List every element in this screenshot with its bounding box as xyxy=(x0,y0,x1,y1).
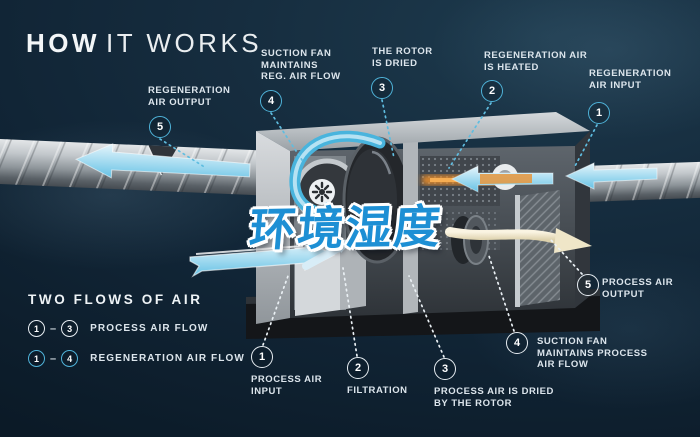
fan-icon xyxy=(309,179,335,205)
callout-proc-output-label: PROCESS AIR OUTPUT xyxy=(602,277,674,300)
regeneration-input-arrow xyxy=(564,162,658,190)
callout-reg-heated-badge: 2 xyxy=(481,80,503,102)
process-output-arrow xyxy=(445,227,592,253)
title-light: IT WORKS xyxy=(106,28,263,58)
callout-reg-fan-badge: 4 xyxy=(260,90,282,112)
drum-fan xyxy=(451,215,489,265)
filter-panel xyxy=(515,190,560,307)
legend-regen-start-badge: 1 xyxy=(28,350,45,367)
callout-reg-output-label: REGENERATION AIR OUTPUT xyxy=(148,85,231,108)
blower-swoosh-arrow xyxy=(289,130,386,221)
callout-filtration-badge: 2 xyxy=(347,357,369,379)
air-flow-arrows xyxy=(74,130,658,278)
leader-proc-output xyxy=(550,239,583,275)
legend-process-start-badge: 1 xyxy=(28,320,45,337)
callout-proc-output-badge: 5 xyxy=(577,274,599,296)
callout-proc-input-badge: 1 xyxy=(251,346,273,368)
leader-rotor-dried xyxy=(381,99,395,159)
callout-proc-fan-label: SUCTION FAN MAINTAINS PROCESS AIR FLOW xyxy=(537,336,648,371)
range-dash: – xyxy=(50,322,57,335)
callout-proc-dried-badge: 3 xyxy=(434,358,456,380)
legend-regen-end-badge: 4 xyxy=(61,350,79,367)
leader-reg-output xyxy=(159,138,207,169)
interior-up-arrow xyxy=(302,238,352,270)
leader-reg-fan xyxy=(270,112,305,164)
divider-wall xyxy=(403,142,418,314)
callout-reg-input-label: REGENERATION AIR INPUT xyxy=(589,68,672,91)
legend-process-label: PROCESS AIR FLOW xyxy=(90,323,209,334)
title-bold: HOW xyxy=(26,28,101,58)
legend-regen-label: REGENERATION AIR FLOW xyxy=(90,353,245,364)
callout-reg-input-badge: 1 xyxy=(588,102,610,124)
callout-reg-output-badge: 5 xyxy=(149,116,171,138)
regeneration-output-arrow xyxy=(74,143,251,179)
leader-filtration xyxy=(342,267,358,357)
rotor xyxy=(342,136,412,264)
leader-proc-dried xyxy=(408,275,445,358)
leader-proc-input xyxy=(262,275,289,346)
callout-proc-input-label: PROCESS AIR INPUT xyxy=(251,374,323,397)
lower-panel-side xyxy=(340,242,366,310)
callout-reg-fan-label: SUCTION FAN MAINTAINS REG. AIR FLOW xyxy=(261,48,341,83)
range-dash: – xyxy=(50,352,57,365)
leader-reg-input xyxy=(573,124,598,169)
legend-row-regeneration: 1 – 4 REGENERATION AIR FLOW xyxy=(28,350,245,367)
callout-filtration-label: FILTRATION xyxy=(347,385,408,396)
legend-process-end-badge: 3 xyxy=(61,320,79,337)
callout-rotor-dried-label: THE ROTOR IS DRIED xyxy=(372,46,433,69)
legend: TWO FLOWS OF AIR 1 – 3 PROCESS AIR FLOW … xyxy=(28,292,245,367)
leader-lines xyxy=(159,99,598,358)
leader-reg-heated xyxy=(448,102,492,169)
leader-proc-fan xyxy=(488,255,515,332)
overlay-watermark-text: 环境湿度 xyxy=(247,199,445,257)
legend-heading: TWO FLOWS OF AIR xyxy=(28,292,203,307)
heated-air-arrow xyxy=(450,165,554,193)
callout-rotor-dried-badge: 3 xyxy=(371,77,393,99)
callout-reg-heated-label: REGENERATION AIR IS HEATED xyxy=(484,50,588,73)
callout-proc-dried-label: PROCESS AIR IS DRIED BY THE ROTOR xyxy=(434,386,554,409)
legend-row-process: 1 – 3 PROCESS AIR FLOW xyxy=(28,320,245,337)
machine-left-wall xyxy=(256,131,290,324)
callout-proc-fan-badge: 4 xyxy=(506,332,528,354)
